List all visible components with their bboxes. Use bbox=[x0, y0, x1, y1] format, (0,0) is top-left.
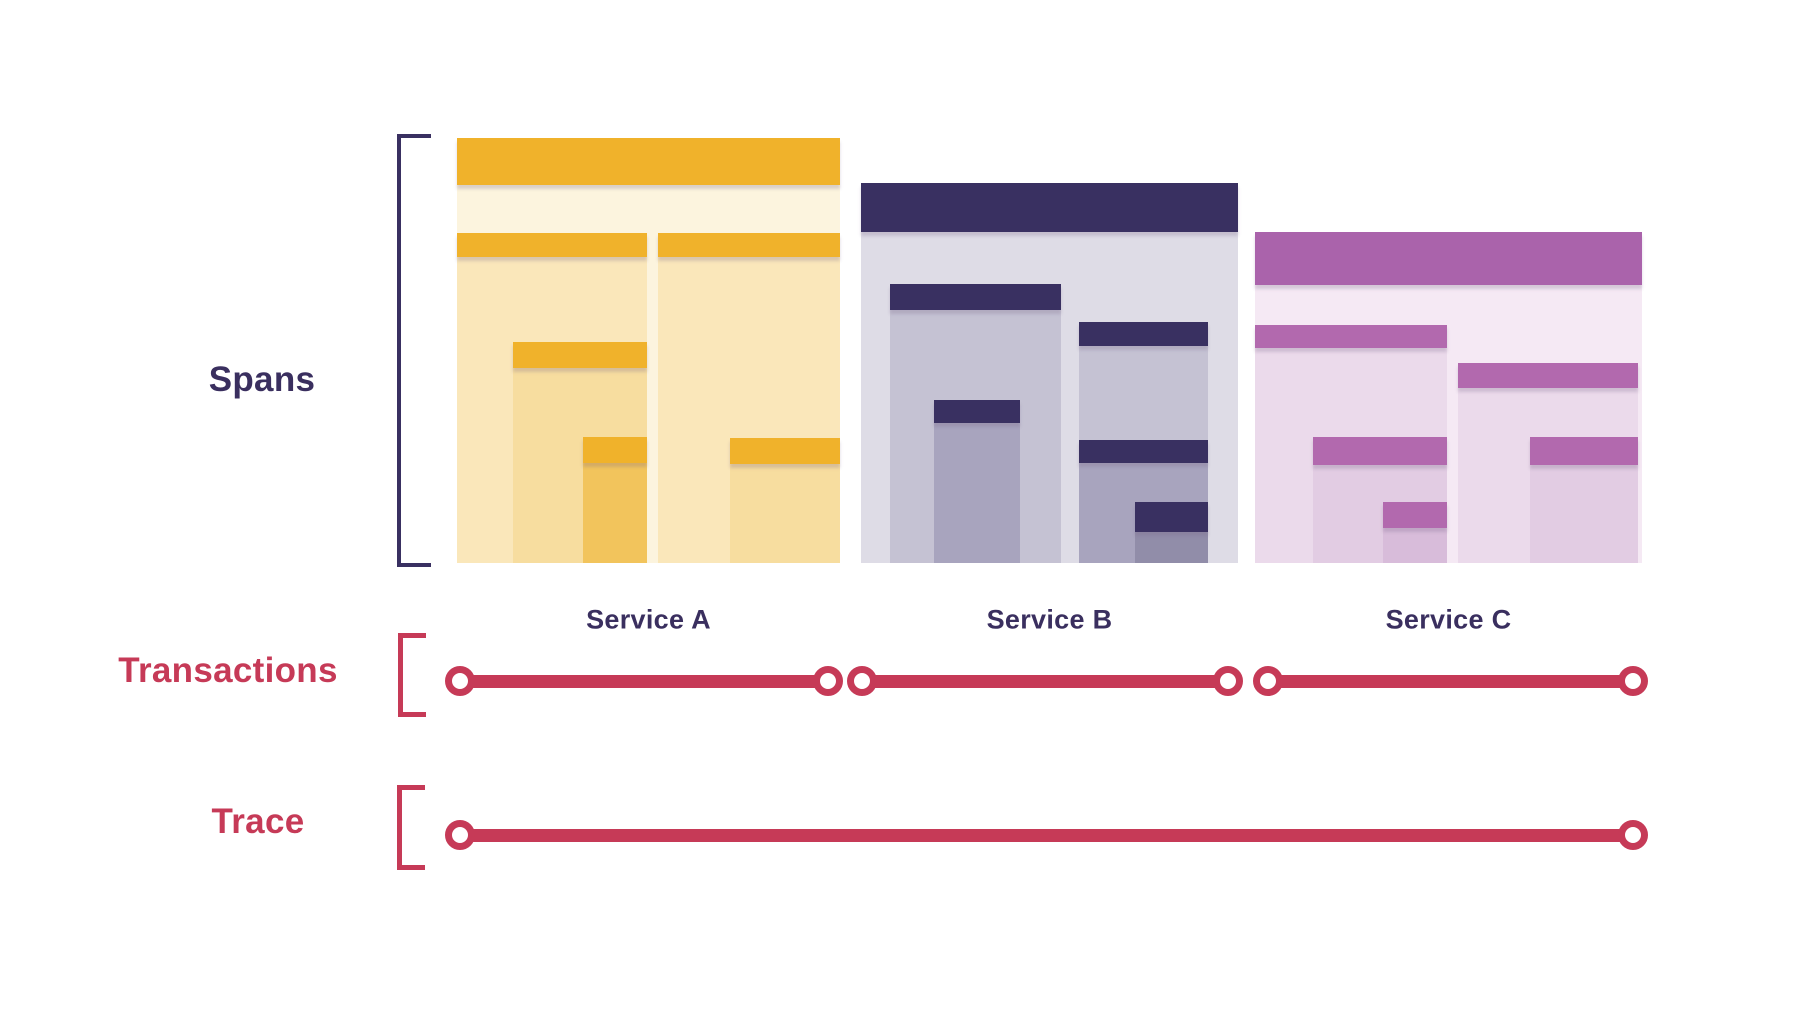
transaction-line bbox=[460, 674, 828, 688]
span-bar bbox=[513, 342, 647, 368]
transaction-endpoint-circle bbox=[445, 666, 475, 696]
span-bar bbox=[730, 438, 840, 464]
span-body bbox=[583, 463, 647, 563]
transaction-line bbox=[862, 674, 1228, 688]
span-bar bbox=[457, 233, 647, 257]
transactions-label: Transactions bbox=[118, 651, 338, 690]
span-body bbox=[1135, 532, 1208, 563]
span-bar bbox=[1079, 322, 1208, 346]
span-body bbox=[1530, 465, 1638, 563]
transaction-line bbox=[1268, 674, 1633, 688]
span-bar bbox=[1530, 437, 1638, 465]
span-bar bbox=[1079, 440, 1208, 463]
span-bar bbox=[1255, 232, 1642, 285]
span-bar bbox=[861, 183, 1238, 232]
transaction-endpoint-circle bbox=[1213, 666, 1243, 696]
span-bar bbox=[1458, 363, 1638, 388]
span-bar bbox=[1255, 325, 1447, 348]
trace-endpoint-circle bbox=[445, 820, 475, 850]
span-bar bbox=[934, 400, 1020, 423]
spans-label: Spans bbox=[208, 360, 316, 399]
span-bar bbox=[658, 233, 840, 257]
span-bar bbox=[1135, 502, 1208, 532]
span-bar bbox=[890, 284, 1061, 310]
span-body bbox=[934, 423, 1020, 563]
transactions-bracket bbox=[398, 633, 426, 717]
spans-bracket bbox=[397, 134, 431, 567]
transaction-endpoint-circle bbox=[813, 666, 843, 696]
span-bar bbox=[583, 437, 647, 463]
transaction-endpoint-circle bbox=[1618, 666, 1648, 696]
trace-bracket bbox=[397, 785, 425, 870]
span-bar bbox=[1383, 502, 1447, 528]
transaction-endpoint-circle bbox=[847, 666, 877, 696]
span-bar bbox=[1313, 437, 1447, 465]
transaction-endpoint-circle bbox=[1253, 666, 1283, 696]
trace-label: Trace bbox=[211, 802, 305, 841]
trace-endpoint-circle bbox=[1618, 820, 1648, 850]
trace-line bbox=[460, 828, 1633, 842]
service-label: Service B bbox=[986, 604, 1113, 635]
span-body bbox=[1383, 528, 1447, 563]
service-label: Service C bbox=[1385, 604, 1512, 635]
span-body bbox=[730, 464, 840, 563]
span-bar bbox=[457, 138, 840, 185]
service-label: Service A bbox=[586, 604, 711, 635]
